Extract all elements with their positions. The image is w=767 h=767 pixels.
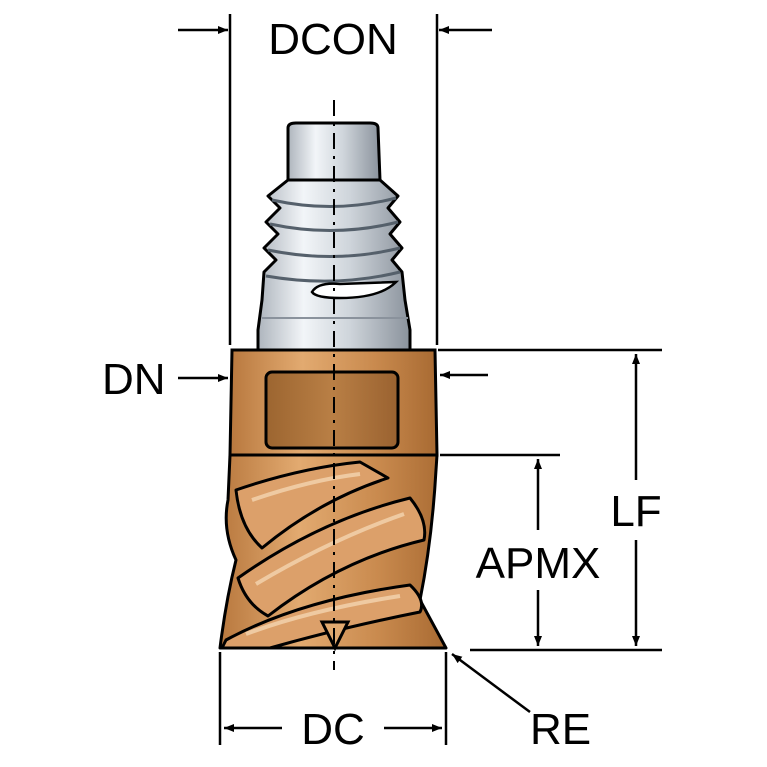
wrench-flat xyxy=(264,370,400,450)
label-re: RE xyxy=(530,705,591,754)
helical-flutes xyxy=(220,460,427,650)
dimension-re xyxy=(451,652,531,714)
flute-highlights xyxy=(245,472,405,636)
dimension-apmx xyxy=(440,453,560,646)
threaded-shank xyxy=(256,121,412,352)
label-lf: LF xyxy=(610,487,661,536)
label-apmx: APMX xyxy=(476,539,601,588)
dimension-dn xyxy=(178,371,488,382)
dimension-lf xyxy=(438,348,662,652)
dimension-dc xyxy=(218,652,448,745)
label-dc: DC xyxy=(301,705,365,754)
label-dcon: DCON xyxy=(268,15,398,64)
label-dn: DN xyxy=(102,355,166,404)
dimension-dcon xyxy=(178,14,492,345)
thread-runout xyxy=(310,280,400,300)
